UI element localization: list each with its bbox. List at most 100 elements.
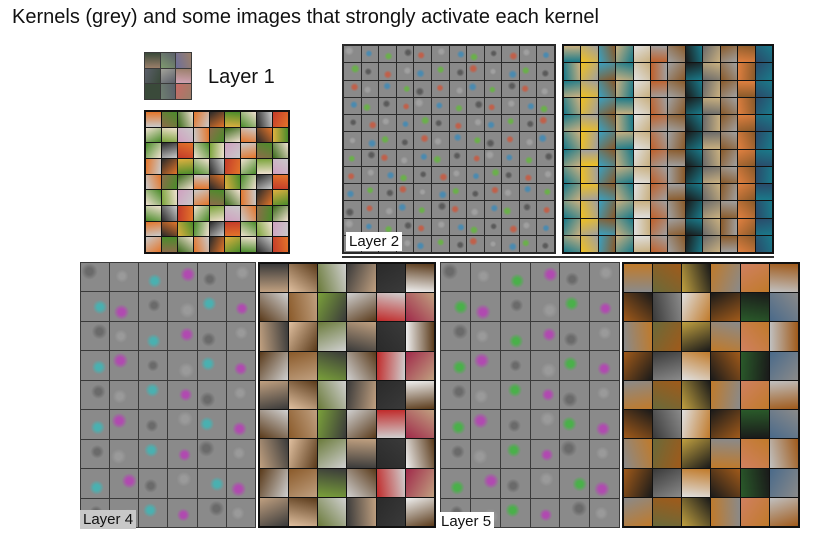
layer1-image-tile [209,159,225,174]
layer4-kernel-tile [226,380,255,410]
layer2-kernel-tile [449,97,467,114]
layer5-image-tile [682,410,711,439]
layer1-image-tile [241,143,257,158]
layer2-image-tile [651,184,668,201]
layer1-image-tile [209,112,225,127]
layer2-image-grid [562,44,774,254]
layer2-image-tile [651,149,668,166]
layer4-kernel-tile [197,498,226,527]
layer2-kernel-tile [361,63,379,80]
layer5-image-tile [769,497,798,526]
layer4-kernel-tile [168,469,197,498]
layer2-kernel-tile [449,201,467,218]
layer4-image-tile [289,410,318,439]
layer5-image-tile [769,468,798,497]
layer2-image-tile [685,201,703,218]
layer5-image-tile [653,439,682,468]
layer4-image-tile [260,322,289,351]
layer5-kernel-tile [470,351,500,380]
layer4-image-tile [318,351,347,380]
layer1-image-tile [257,143,273,158]
layer4-image-tile [405,468,434,497]
layer4-image-tile [289,264,318,293]
layer4-image-tile [347,468,376,497]
layer1-image-tile [257,112,273,127]
layer2-kernel-tile [537,235,554,252]
layer2-image-tile [598,201,616,218]
layer4-image-tile [289,497,318,526]
layer1-image-tile [146,143,161,158]
layer5-kernel-tile [530,351,560,380]
layer2-kernel-tile [414,46,431,63]
layer2-image-tile [564,218,581,235]
layer4-kernel-tile [81,351,110,380]
layer2-kernel-tile [502,132,519,149]
layer5-kernel-tile [530,498,560,527]
layer2-image-tile [598,97,616,114]
layer1-image-tile [273,159,288,174]
layer1-kernel-tile [145,53,160,68]
layer5-kernel-tile [590,321,619,351]
layer2-kernel-tile [467,80,484,97]
layer1-image-tile [209,174,225,190]
layer5-kernel-tile [441,380,470,410]
layer5-kernel-tile [500,469,530,498]
layer2-kernel-tile [414,132,431,149]
layer2-kernel-tile [396,184,414,201]
layer2-kernel-tile [502,166,519,183]
layer1-image-tile [209,206,225,221]
layer2-image-tile [703,115,720,132]
layer2-image-tile [668,63,685,80]
layer5-kernel-tile [470,439,500,469]
layer2-image-tile [738,80,755,97]
layer2-image-tile [685,115,703,132]
layer5-kernel-tile [530,380,560,410]
layer5-image-tile [624,264,653,293]
layer5-kernel-tile [530,321,560,351]
layer2-kernel-tile [519,115,537,132]
layer2-kernel-tile [414,63,431,80]
layer4-kernel-tile [168,498,197,527]
layer4-image-tile [405,380,434,410]
layer1-image-tile [273,206,288,221]
layer2-kernel-tile [361,46,379,63]
layer5-image-tile [653,293,682,322]
layer2-kernel-tile [484,132,502,149]
layer4-image-tile [260,380,289,410]
layer2-kernel-tile [431,97,449,114]
layer2-image-tile [703,184,720,201]
layer1-kernel-tile [160,84,176,99]
layer2-kernel-tile [431,80,449,97]
layer5-kernel-tile [470,380,500,410]
layer4-kernel-tile [197,321,226,351]
layer5-kernel-tile [590,351,619,380]
layer4-kernel-tile [110,351,139,380]
layer5-image-tile [624,468,653,497]
layer2-kernel-tile [379,218,396,235]
layer2-kernel-tile [467,46,484,63]
layer2-image-tile [703,218,720,235]
layer2-kernel-tile [502,235,519,252]
layer2-image-tile [564,132,581,149]
layer2-image-tile [703,46,720,63]
layer2-image-tile [720,132,738,149]
layer2-image-tile [738,201,755,218]
layer2-kernel-tile [344,149,361,166]
layer4-image-tile [318,264,347,293]
layer1-image-tile [177,112,193,127]
layer2-image-tile [651,166,668,183]
layer2-image-tile [720,63,738,80]
layer4-kernel-tile [168,263,197,292]
layer5-image-tile [769,410,798,439]
layer4-kernel-tile [168,410,197,439]
layer4-image-tile [318,468,347,497]
layer1-image-tile [177,190,193,205]
layer5-image-tile [711,410,740,439]
layer2-image-tile [651,218,668,235]
layer1-image-tile [257,127,273,143]
layer5-image-tile [682,439,711,468]
layer5-kernel-tile [500,321,530,351]
layer1-image-tile [161,190,177,205]
layer2-kernel-tile [449,63,467,80]
layer4-kernel-tile [81,321,110,351]
